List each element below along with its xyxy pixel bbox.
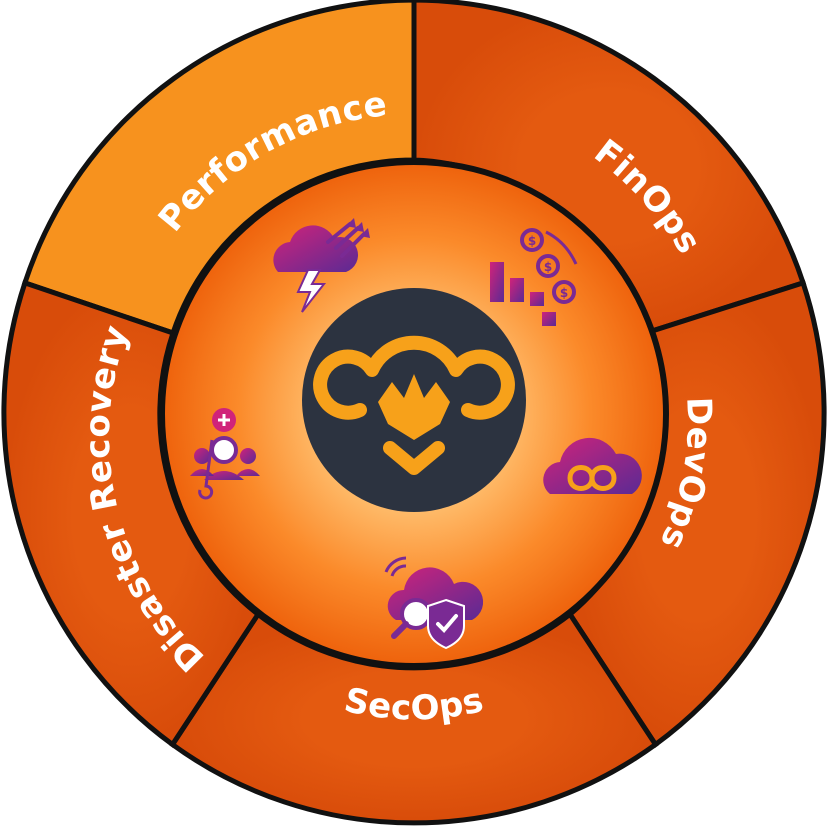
crown-icon xyxy=(378,374,450,440)
infinity-cloud-icon xyxy=(543,437,642,494)
center-hub xyxy=(302,288,526,512)
svg-text:$: $ xyxy=(544,260,552,274)
health-check-icon xyxy=(190,408,260,500)
finance-chart-icon: $ $ $ xyxy=(490,228,578,326)
crown-cloud-logo-icon xyxy=(313,335,515,475)
security-cloud-icon xyxy=(384,556,484,650)
svg-text:$: $ xyxy=(560,286,568,300)
svg-text:$: $ xyxy=(528,234,536,248)
storm-cloud-icon xyxy=(273,218,370,313)
